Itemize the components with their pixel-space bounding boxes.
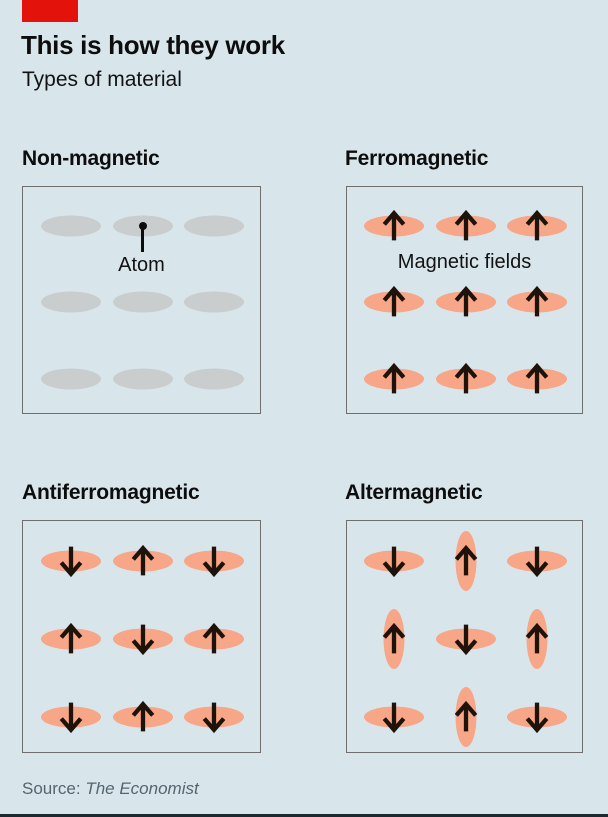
panel-title-non-magnetic: Non-magnetic [22,147,160,170]
spin-up-arrow-icon [454,700,477,732]
atom-cell-r1c1 [358,527,430,595]
atom-ellipse [40,291,101,313]
atom-cell-r2c1 [358,268,430,336]
atom-cell-r2c3 [501,268,573,336]
atom-ellipse [40,368,101,390]
spin-up-arrow-icon [59,622,83,654]
source-name: The Economist [85,779,199,798]
atom-ellipse [112,368,173,390]
atom-cell-r1c1 [35,192,107,260]
atom-cell-r2c1 [35,605,107,673]
panel-box-non-magnetic: Atom [22,186,261,414]
magnetic-fields-label: Magnetic fields [397,251,532,273]
spin-down-arrow-icon [454,624,477,655]
atom-cell-r3c2 [107,345,179,413]
atom-cell-r2c1 [35,268,107,336]
atom-cell-r2c1 [358,605,430,673]
atom-ellipse [184,215,245,237]
spin-up-arrow-icon [525,622,548,654]
atom-cell-r3c1 [358,683,430,751]
spin-up-arrow-icon [383,209,406,241]
atom-ellipse [184,368,245,390]
atom-cell-r1c3 [501,527,573,595]
atom-cell-r3c3 [501,345,573,413]
spin-up-arrow-icon [454,362,477,393]
panel-title-ferromagnetic: Ferromagnetic [345,147,489,170]
atom-cell-r1c1 [35,527,107,595]
atom-cell-r1c1 [358,192,430,260]
panel-title-antiferromagnetic: Antiferromagnetic [22,481,200,504]
atom-ellipse [40,215,101,237]
economist-red-tab [22,0,78,22]
spin-down-arrow-icon [525,546,548,577]
atom-cell-r2c2 [107,268,179,336]
atom-callout-line [141,227,144,252]
spin-up-arrow-icon [525,362,548,393]
spin-down-arrow-icon [525,702,548,733]
spin-up-arrow-icon [383,286,406,317]
atom-label: Atom [118,253,165,276]
atom-cell-r1c2 [107,527,179,595]
atom-cell-r3c3 [178,683,250,751]
spin-up-arrow-icon [131,544,154,575]
spin-down-arrow-icon [383,702,406,733]
bottom-bar [0,814,608,817]
spin-up-arrow-icon [383,362,406,393]
atom-cell-r2c2 [430,605,502,673]
atom-cell-r3c2 [107,683,179,751]
atom-cell-r3c3 [501,683,573,751]
spin-down-arrow-icon [59,702,83,733]
atom-ellipse [112,291,173,313]
atom-cell-r1c3 [501,192,573,260]
spin-down-arrow-icon [383,546,406,577]
chart-title: This is how they work [21,30,285,60]
spin-down-arrow-icon [59,546,83,577]
atom-cell-r2c2 [107,605,179,673]
panel-box-ferromagnetic: Magnetic fields [346,186,583,414]
spin-up-arrow-icon [454,286,477,317]
chart-subtitle: Types of material [22,68,182,91]
atom-cell-r1c2 [430,192,502,260]
atom-cell-r1c2 [430,527,502,595]
atom-ellipse [184,291,245,313]
panel-title-altermagnetic: Altermagnetic [345,481,483,504]
spin-up-arrow-icon [383,622,406,654]
spin-up-arrow-icon [454,544,477,575]
spin-up-arrow-icon [131,700,154,732]
panel-box-antiferromagnetic [22,520,261,753]
atom-cell-r3c1 [358,345,430,413]
spin-up-arrow-icon [525,209,548,241]
panel-box-altermagnetic [346,520,583,753]
spin-up-arrow-icon [525,286,548,317]
atom-cell-r3c2 [430,683,502,751]
atom-cell-r2c3 [501,605,573,673]
source-prefix: Source: [22,779,81,798]
spin-down-arrow-icon [202,702,226,733]
atom-cell-r3c2 [430,345,502,413]
atom-callout-dot [138,221,147,230]
spin-up-arrow-icon [454,209,477,241]
atom-cell-r2c3 [178,605,250,673]
atom-cell-r2c3 [178,268,250,336]
source-line: Source: The Economist [22,779,199,799]
atom-cell-r3c1 [35,345,107,413]
atom-cell-r1c3 [178,527,250,595]
spin-up-arrow-icon [202,622,226,654]
spin-down-arrow-icon [131,624,154,655]
atom-cell-r3c1 [35,683,107,751]
atom-cell-r1c3 [178,192,250,260]
atom-cell-r2c2 [430,268,502,336]
spin-down-arrow-icon [202,546,226,577]
atom-cell-r3c3 [178,345,250,413]
